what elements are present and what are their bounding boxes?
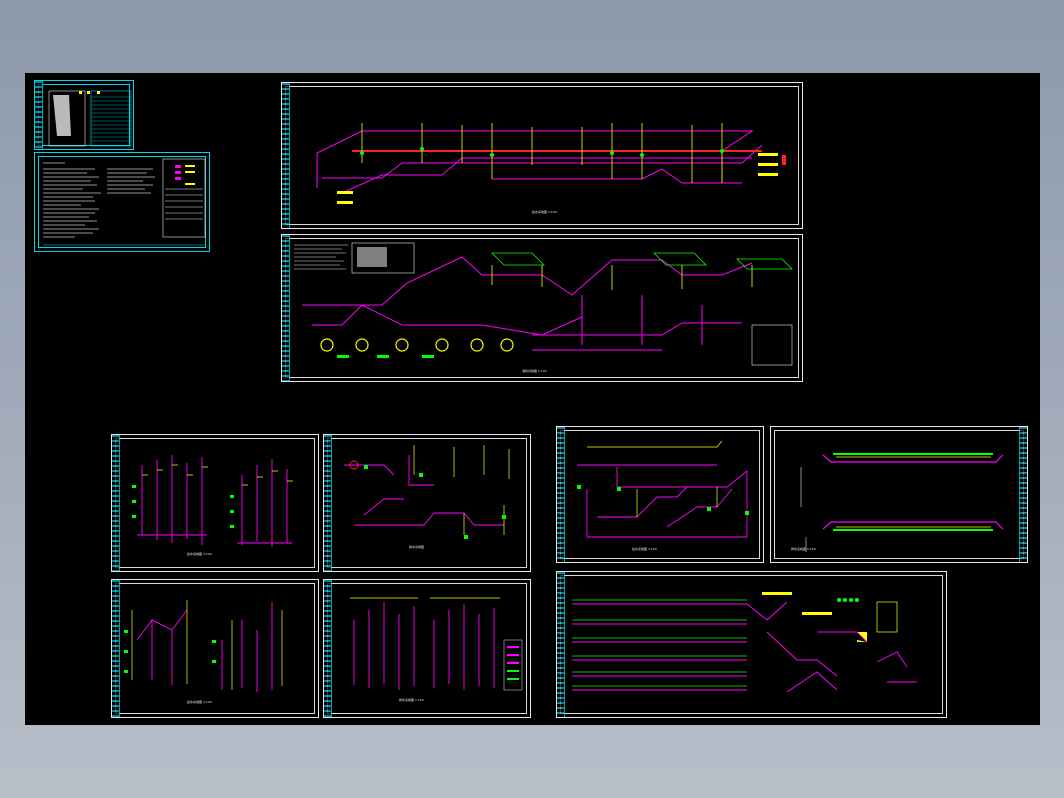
titleblock-strip — [324, 435, 332, 571]
system-diagram-1-drawing — [316, 123, 786, 204]
sheet-sprinkler[interactable] — [556, 571, 947, 718]
sheet-riser-5[interactable]: 给水系统图 1:100 — [556, 426, 764, 563]
sheet-riser-6[interactable]: 排水系统图 1:100 — [770, 426, 1028, 563]
sheet-caption: 消防系统图 1:100 — [522, 369, 547, 373]
sheet-caption: 给水系统图 1:100 — [632, 547, 657, 551]
sheet-caption: 给水系统图 1:100 — [187, 552, 212, 556]
cover-drawing — [48, 90, 132, 147]
titleblock-strip — [324, 580, 332, 717]
sheet-system-diagram-2[interactable]: 消防系统图 1:100 — [281, 234, 803, 382]
sheet-riser-3[interactable]: 给水系统图 1:100 — [111, 579, 319, 718]
system-diagram-2-drawing — [294, 242, 793, 366]
riser-3-drawing — [124, 600, 283, 692]
riser-5-drawing — [577, 440, 749, 538]
titleblock-strip — [557, 427, 565, 562]
riser-4-drawing — [350, 597, 523, 691]
titleblock-strip — [282, 235, 290, 381]
sheet-cover[interactable] — [34, 80, 134, 150]
titleblock-strip — [1019, 427, 1027, 562]
riser-1-drawing — [132, 455, 293, 547]
sheet-caption: 排水系统图 — [409, 545, 425, 549]
sheet-riser-2[interactable]: 排水系统图 — [323, 434, 531, 572]
titleblock-strip — [282, 83, 290, 228]
sheet-caption: 排水系统图 1:100 — [399, 698, 424, 702]
sheet-riser-1[interactable]: 给水系统图 1:100 — [111, 434, 319, 572]
titleblock-strip — [112, 580, 120, 717]
cad-model-space[interactable]: 给水系统图 1:100 — [25, 73, 1040, 725]
notes-drawing — [43, 158, 206, 246]
riser-2-drawing — [344, 445, 510, 539]
sheet-caption: 排水系统图 1:100 — [791, 547, 816, 551]
sheet-riser-4[interactable]: 排水系统图 1:100 — [323, 579, 531, 718]
titleblock-strip — [557, 572, 565, 717]
titleblock-strip — [112, 435, 120, 571]
titleblock-strip — [35, 81, 43, 149]
sprinkler-drawing — [572, 592, 917, 693]
sheet-caption: 给水系统图 1:100 — [187, 700, 212, 704]
sheet-design-notes[interactable] — [34, 152, 210, 252]
sheet-caption: 给水系统图 1:100 — [532, 210, 557, 214]
riser-6-drawing — [800, 453, 1004, 552]
sheet-system-diagram-1[interactable]: 给水系统图 1:100 — [281, 82, 803, 229]
